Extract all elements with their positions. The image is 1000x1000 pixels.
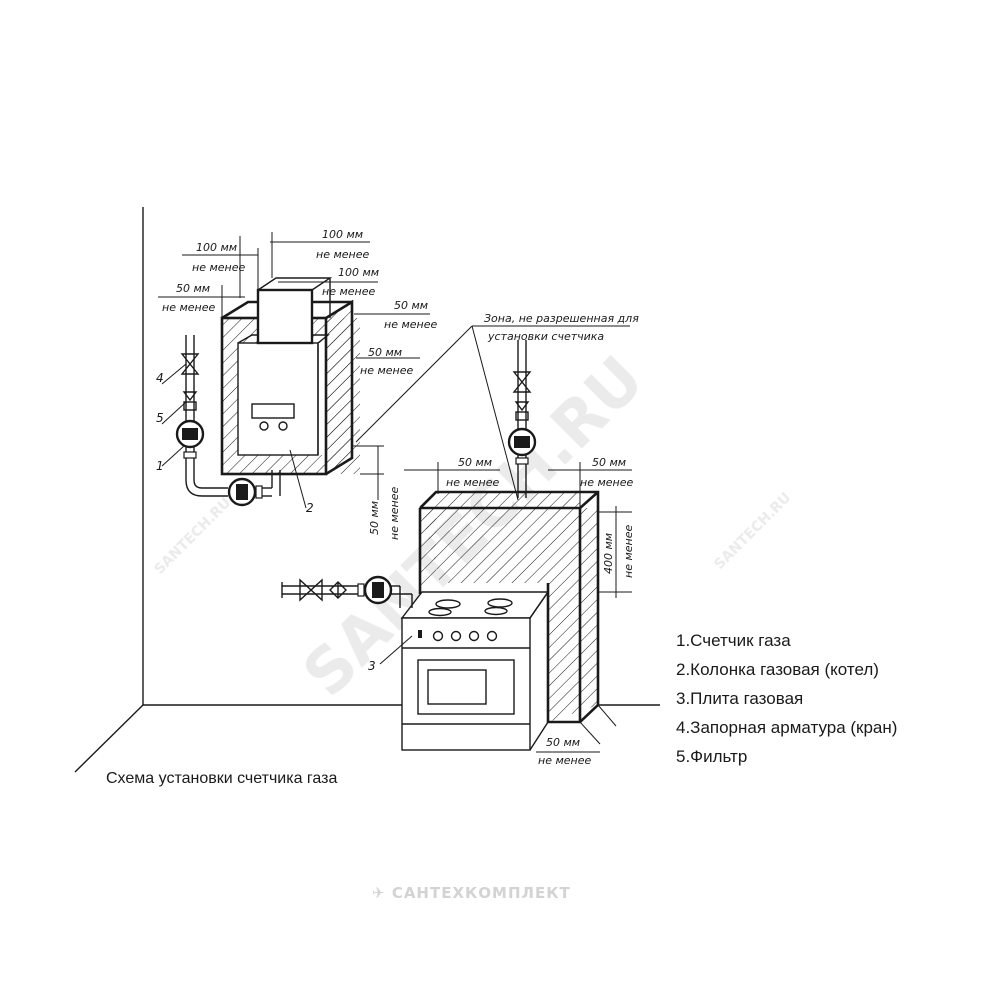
boiler-protection-zone <box>220 299 360 476</box>
shutoff-valve-icon <box>299 578 323 602</box>
stove-callout: 3 <box>368 635 413 673</box>
dim-label: 400 мм <box>602 533 615 574</box>
filter-icon <box>182 391 198 402</box>
dim-label: не менее <box>316 248 369 261</box>
dim-label: 50 мм <box>546 736 580 749</box>
dim-label: 50 мм <box>394 299 428 312</box>
brand-logo-icon: ✈ <box>372 884 386 902</box>
dim-label: не менее <box>538 754 591 767</box>
dim-label: 50 мм <box>368 501 381 535</box>
callout-number: 3 <box>368 659 376 673</box>
boiler-display <box>251 403 295 419</box>
watermark-text-small-left: SANTECH.RU <box>152 495 235 578</box>
callout-number: 4 <box>156 371 164 385</box>
dim-label: 100 мм <box>322 228 363 241</box>
stove-knob <box>450 630 462 642</box>
room-walls <box>74 207 660 773</box>
oven-window <box>427 669 487 705</box>
burner-icon <box>428 607 452 617</box>
dim-label: не менее <box>162 301 215 314</box>
legend: 1.Счетчик газа 2.Колонка газовая (котел)… <box>676 626 897 771</box>
callout-number: 5 <box>156 411 164 425</box>
legend-item: 4.Запорная арматура (кран) <box>676 718 898 737</box>
dim-label: не менее <box>580 476 633 489</box>
boiler-knob <box>278 421 288 431</box>
stove-gas-pipeline <box>281 575 413 608</box>
dim-label: 50 мм <box>176 282 210 295</box>
upper-gas-pipeline <box>507 340 537 498</box>
legend-item: 1.Счетчик газа <box>676 631 791 650</box>
dim-label: не менее <box>360 364 413 377</box>
diagram-caption: Схема установки счетчика газа <box>106 770 338 787</box>
burner-icon <box>435 599 461 609</box>
stove-dimensions: 50 мм не менее 50 мм не менее 400 мм не … <box>404 456 635 767</box>
filter-icon <box>514 401 530 412</box>
dim-label: не менее <box>192 261 245 274</box>
dim-label: не менее <box>446 476 499 489</box>
shutoff-valve-icon <box>180 353 200 375</box>
boiler-dimensions: 100 мм не менее 100 мм не менее 100 мм н… <box>158 228 437 540</box>
gas-stove <box>400 589 550 751</box>
callout-number: 2 <box>306 501 314 515</box>
boiler-callouts: 4 5 1 2 <box>156 363 314 515</box>
oven-door <box>417 659 515 715</box>
burner-icon <box>484 606 508 616</box>
dim-label: 50 мм <box>592 456 626 469</box>
zone-label-line2: установки счетчика <box>487 330 604 343</box>
gas-boiler <box>237 334 330 456</box>
dim-label: 100 мм <box>196 241 237 254</box>
legend-item: 5.Фильтр <box>676 747 748 766</box>
brand-watermark: ✈ САНТЕХКОМПЛЕКТ <box>372 884 571 902</box>
filter-icon <box>329 581 347 599</box>
shutoff-valve-icon <box>512 371 532 393</box>
boiler-knob <box>259 421 269 431</box>
dim-label: не менее <box>388 487 401 540</box>
zone-label-line1: Зона, не разрешенная для <box>484 312 639 325</box>
callout-number: 1 <box>156 459 164 473</box>
boiler-gas-pipeline <box>175 335 281 507</box>
legend-item: 3.Плита газовая <box>676 689 804 708</box>
boiler-chimney <box>256 277 333 345</box>
dim-label: не менее <box>622 525 635 578</box>
stove-knob <box>468 630 480 642</box>
dim-label: 100 мм <box>338 266 379 279</box>
burner-icon <box>487 598 513 608</box>
dim-label: не менее <box>322 285 375 298</box>
forbidden-zone-label: Зона, не разрешенная для установки счетч… <box>355 312 639 501</box>
watermark-text-small-right: SANTECH.RU <box>712 490 795 573</box>
stove-knob <box>432 630 444 642</box>
dim-label: 50 мм <box>458 456 492 469</box>
dim-label: не менее <box>384 318 437 331</box>
brand-watermark-text: САНТЕХКОМПЛЕКТ <box>391 884 571 902</box>
dim-label: 50 мм <box>368 346 402 359</box>
stove-knob <box>486 630 498 642</box>
legend-item: 2.Колонка газовая (котел) <box>676 660 879 679</box>
